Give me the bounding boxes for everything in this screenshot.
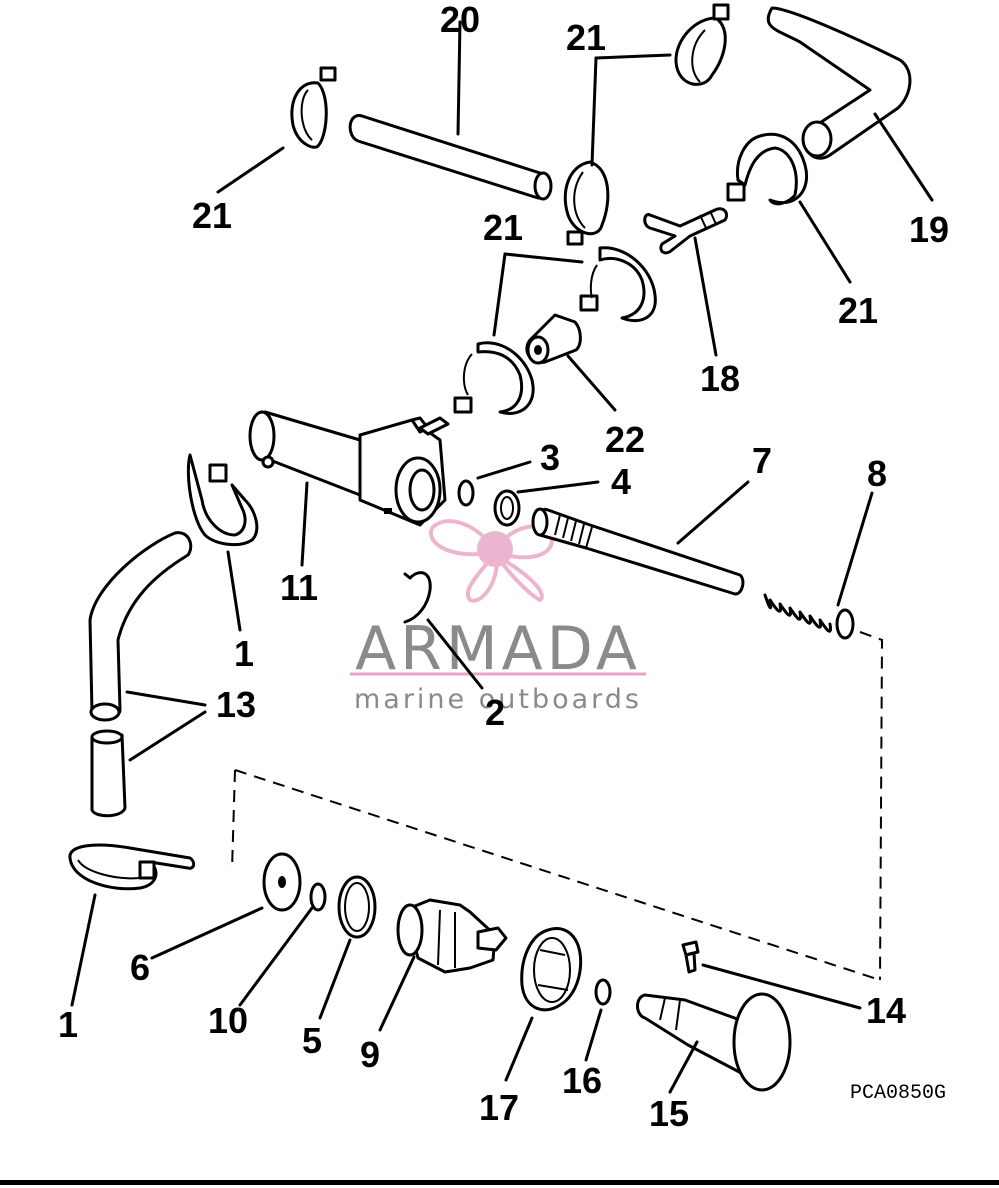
o-ring-3 bbox=[457, 479, 475, 507]
callout-4: 4 bbox=[611, 461, 631, 502]
callout-8: 8 bbox=[867, 453, 887, 494]
hose-13 bbox=[88, 531, 193, 818]
o-ring-16 bbox=[594, 978, 612, 1006]
callout-14: 14 bbox=[866, 990, 906, 1031]
callout-11: 11 bbox=[280, 567, 318, 608]
clamp-21-right bbox=[726, 132, 808, 206]
knob-15 bbox=[636, 992, 792, 1092]
propeller-logo-icon bbox=[429, 519, 555, 603]
callout-13: 13 bbox=[216, 684, 256, 725]
callout-9: 9 bbox=[360, 1034, 380, 1075]
fitting-9 bbox=[396, 898, 508, 974]
callout-16: 16 bbox=[562, 1060, 602, 1101]
leader-lines bbox=[70, 20, 934, 1094]
hose-19 bbox=[766, 6, 912, 160]
clamp-1-upper bbox=[186, 453, 259, 547]
callout-5: 5 bbox=[302, 1020, 322, 1061]
clamp-21-left bbox=[290, 66, 337, 149]
assembly-outline bbox=[231, 631, 884, 981]
callout-18: 18 bbox=[700, 358, 740, 399]
callout-21-center: 21 bbox=[483, 207, 523, 248]
callout-21-left: 21 bbox=[192, 195, 232, 236]
armada-watermark: ARMADA marine outboards bbox=[350, 519, 646, 715]
seal-17 bbox=[520, 927, 583, 1012]
sleeve-22 bbox=[525, 313, 582, 365]
clamp-21-mid-upper bbox=[563, 160, 610, 246]
o-ring-4 bbox=[493, 489, 521, 527]
callout-17: 17 bbox=[479, 1087, 519, 1128]
callout-20: 20 bbox=[440, 0, 480, 40]
screw-14 bbox=[681, 940, 700, 974]
callout-2: 2 bbox=[485, 692, 505, 733]
hose-20 bbox=[348, 114, 553, 201]
callout-21-right: 21 bbox=[838, 290, 878, 331]
callout-6: 6 bbox=[130, 947, 150, 988]
callout-3: 3 bbox=[540, 437, 560, 478]
watermark-tagline: marine outboards bbox=[354, 684, 642, 715]
clamp-21-center bbox=[579, 246, 657, 323]
spring-8 bbox=[763, 593, 855, 640]
washer-6 bbox=[262, 852, 302, 912]
clamp-1-lower bbox=[68, 843, 196, 891]
callout-1-upper: 1 bbox=[234, 633, 254, 674]
o-ring-10 bbox=[309, 882, 327, 912]
callout-10: 10 bbox=[208, 1000, 248, 1041]
o-ring-5 bbox=[337, 875, 377, 939]
shaft-7 bbox=[531, 507, 745, 596]
fitting-18 bbox=[643, 207, 729, 255]
callout-labels: 20 21 21 19 21 21 18 22 3 4 7 8 11 1 2 1… bbox=[58, 0, 949, 1134]
clamp-21-top bbox=[674, 3, 730, 86]
callout-7: 7 bbox=[752, 440, 772, 481]
clamp-21-lower bbox=[453, 341, 535, 415]
retaining-ring-2 bbox=[403, 571, 432, 624]
housing-11 bbox=[248, 410, 450, 527]
callout-21-top: 21 bbox=[566, 17, 606, 58]
diagram-code: PCA0850G bbox=[850, 1082, 946, 1105]
bottom-border bbox=[0, 1180, 999, 1185]
callout-22: 22 bbox=[605, 419, 645, 460]
callout-1-lower: 1 bbox=[58, 1004, 78, 1045]
callout-19: 19 bbox=[909, 209, 949, 250]
watermark-brand: ARMADA bbox=[355, 614, 641, 684]
callout-15: 15 bbox=[649, 1093, 689, 1134]
